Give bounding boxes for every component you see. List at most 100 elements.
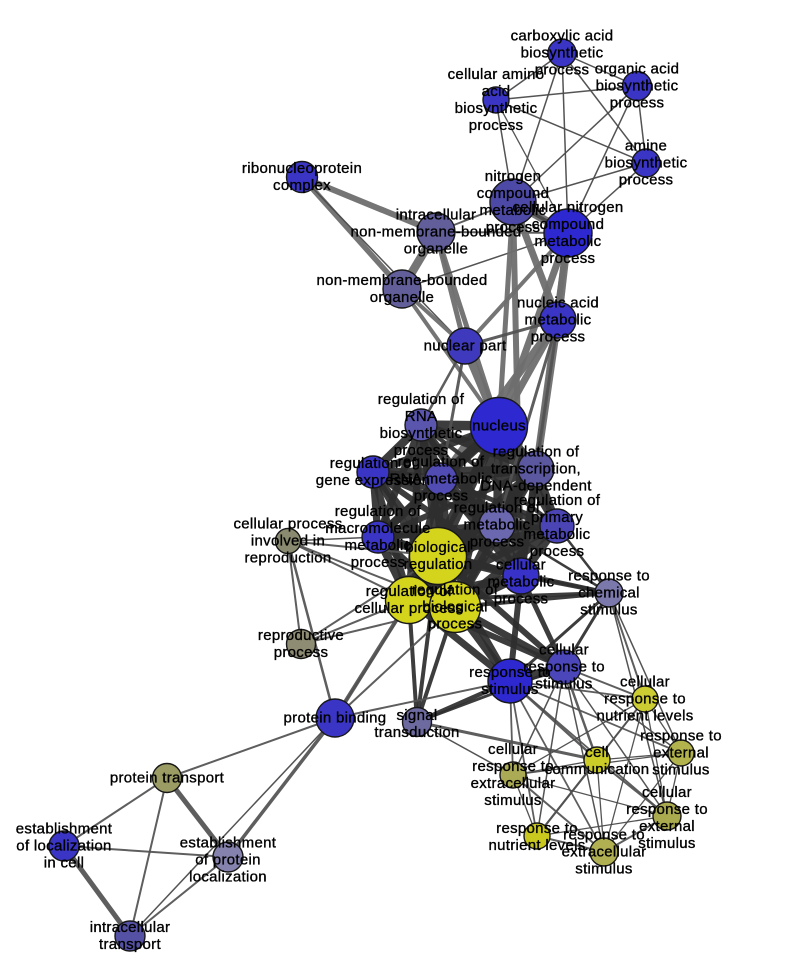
svg-text:biosynthetic: biosynthetic [521,45,604,62]
svg-text:of localization: of localization [16,838,111,855]
svg-text:regulation of: regulation of [412,582,499,599]
svg-text:compound: compound [477,185,549,202]
svg-text:stimulus: stimulus [580,602,637,619]
svg-text:cellular: cellular [496,557,546,574]
svg-text:transport: transport [99,936,161,953]
svg-text:response to: response to [469,664,551,681]
svg-text:primary: primary [531,509,583,526]
svg-text:nucleus: nucleus [472,418,526,435]
svg-text:regulation: regulation [404,556,473,573]
svg-text:metabolic: metabolic [464,517,531,534]
svg-text:ribonucleoprotein: ribonucleoprotein [242,160,362,177]
svg-text:regulation of: regulation of [398,454,485,471]
svg-text:process: process [531,329,586,346]
svg-text:regulation of: regulation of [493,444,580,461]
svg-text:non-membrane-bounded: non-membrane-bounded [350,224,521,241]
svg-text:biosynthetic: biosynthetic [455,100,538,117]
svg-text:communication: communication [545,761,650,778]
svg-text:stimulus: stimulus [484,792,541,809]
svg-text:process: process [535,62,590,79]
svg-text:cell: cell [585,744,609,761]
svg-text:regulation of: regulation of [330,455,417,472]
svg-text:metabolic: metabolic [488,574,555,591]
svg-text:protein transport: protein transport [110,770,225,787]
svg-text:cellular process: cellular process [233,516,342,533]
svg-text:biosynthetic: biosynthetic [605,155,688,172]
svg-text:reproduction: reproduction [245,550,332,567]
svg-text:cellular nitrogen: cellular nitrogen [513,199,624,216]
svg-text:reproductive: reproductive [258,627,344,644]
svg-text:stimulus: stimulus [481,681,538,698]
svg-text:cellular process: cellular process [354,600,463,617]
svg-text:response to: response to [496,820,578,837]
svg-text:localization: localization [189,869,267,886]
svg-text:intracellular: intracellular [396,207,477,224]
svg-text:process: process [619,172,674,189]
svg-text:establishment: establishment [16,821,113,838]
svg-text:process: process [541,250,596,267]
svg-text:metabolic: metabolic [480,202,547,219]
svg-text:process: process [470,534,525,551]
svg-text:process: process [414,488,469,505]
svg-text:response to: response to [568,568,650,585]
svg-text:external: external [639,818,695,835]
svg-text:acid: acid [482,83,511,100]
svg-text:process: process [610,95,665,112]
svg-text:cellular amino: cellular amino [448,66,545,83]
svg-text:organelle: organelle [404,241,468,258]
svg-text:macromolecule: macromolecule [325,520,431,537]
svg-text:biosynthetic: biosynthetic [380,425,463,442]
svg-text:stimulus: stimulus [638,835,695,852]
svg-text:cellular: cellular [642,784,692,801]
svg-text:stimulus: stimulus [535,676,592,693]
svg-text:regulation of: regulation of [454,500,541,517]
svg-text:regulation of: regulation of [366,583,453,600]
svg-text:amine: amine [625,138,667,155]
svg-text:extracellular: extracellular [471,775,556,792]
svg-text:protein binding: protein binding [284,710,387,727]
svg-text:cellular: cellular [620,674,670,691]
svg-text:chemical: chemical [578,585,640,602]
svg-text:DNA-dependent: DNA-dependent [480,478,592,495]
svg-text:nutrient levels: nutrient levels [488,837,585,854]
svg-text:compound: compound [532,216,604,233]
svg-text:process: process [394,442,449,459]
svg-text:process: process [428,616,483,633]
svg-text:stimulus: stimulus [575,861,632,878]
svg-text:response to: response to [472,758,554,775]
svg-text:metabolic: metabolic [535,233,602,250]
svg-text:process: process [530,543,585,560]
svg-text:cellular: cellular [488,741,538,758]
svg-text:involved in: involved in [251,533,325,550]
svg-text:RNA: RNA [405,408,438,425]
svg-text:response to: response to [604,691,686,708]
svg-text:regulation of: regulation of [514,492,601,509]
svg-text:metabolic: metabolic [345,537,412,554]
svg-text:metabolic: metabolic [525,312,592,329]
svg-text:metabolic: metabolic [524,526,591,543]
svg-text:transcription,: transcription, [491,461,581,478]
svg-text:organelle: organelle [370,289,434,306]
svg-text:regulation of: regulation of [378,391,465,408]
svg-text:intracellular: intracellular [90,919,171,936]
svg-text:extracellular: extracellular [562,844,647,861]
svg-text:organic acid: organic acid [595,61,679,78]
svg-text:RNA metabolic: RNA metabolic [389,471,492,488]
svg-text:response to: response to [523,659,605,676]
svg-text:signal: signal [397,707,438,724]
svg-text:biosynthetic: biosynthetic [596,78,679,95]
svg-text:regulation of: regulation of [335,503,422,520]
svg-text:gene expression: gene expression [316,472,431,489]
svg-text:process: process [486,219,541,236]
svg-text:nucleic acid: nucleic acid [517,295,599,312]
svg-text:process: process [469,117,524,134]
svg-text:transduction: transduction [374,724,459,741]
svg-text:stimulus: stimulus [652,762,709,779]
svg-text:nutrient levels: nutrient levels [596,708,693,725]
svg-text:response to: response to [626,801,708,818]
svg-text:establishment: establishment [180,835,277,852]
svg-text:complex: complex [273,177,331,194]
svg-text:process: process [274,644,329,661]
svg-text:response to: response to [640,728,722,745]
svg-text:nitrogen: nitrogen [485,168,542,185]
